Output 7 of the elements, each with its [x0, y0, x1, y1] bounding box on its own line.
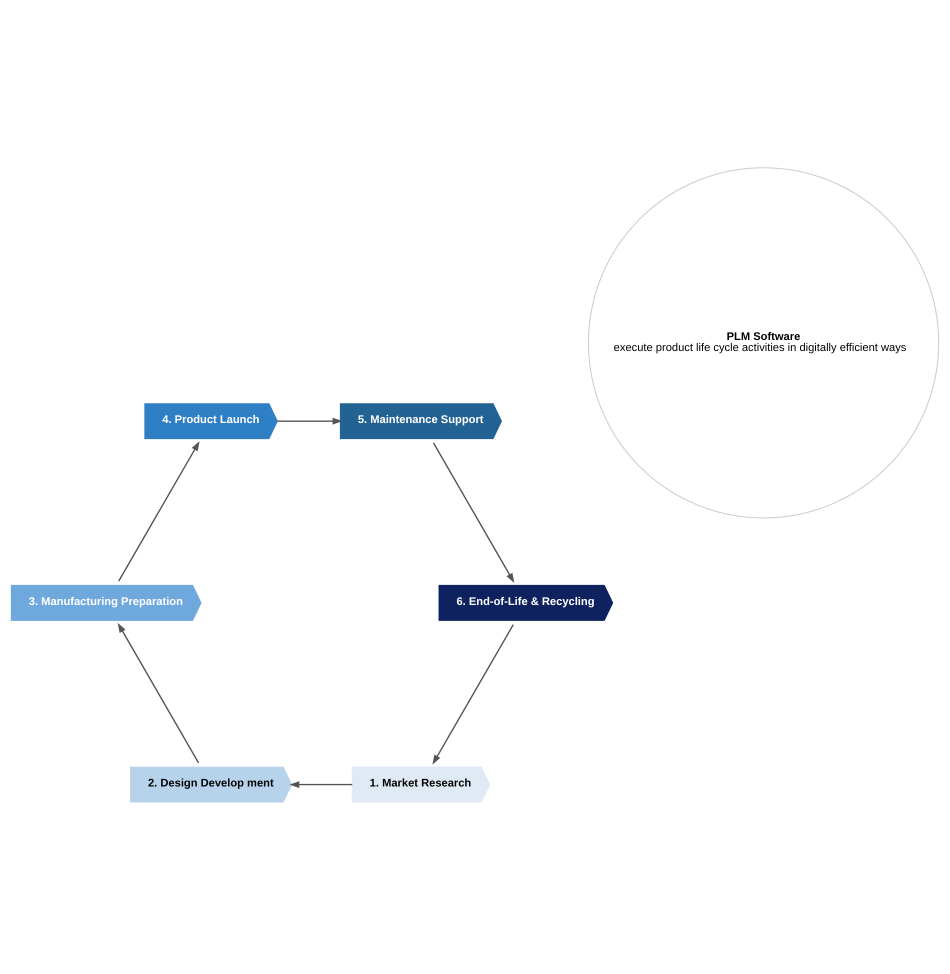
arrow — [277, 418, 342, 425]
node-circle: PLM Software execute product life cycle activities in digitally efficient ways — [588, 167, 940, 518]
arrow — [432, 624, 514, 765]
arrow — [432, 442, 514, 583]
arrow — [118, 441, 200, 582]
arrow — [290, 781, 352, 788]
arrow — [118, 622, 200, 764]
